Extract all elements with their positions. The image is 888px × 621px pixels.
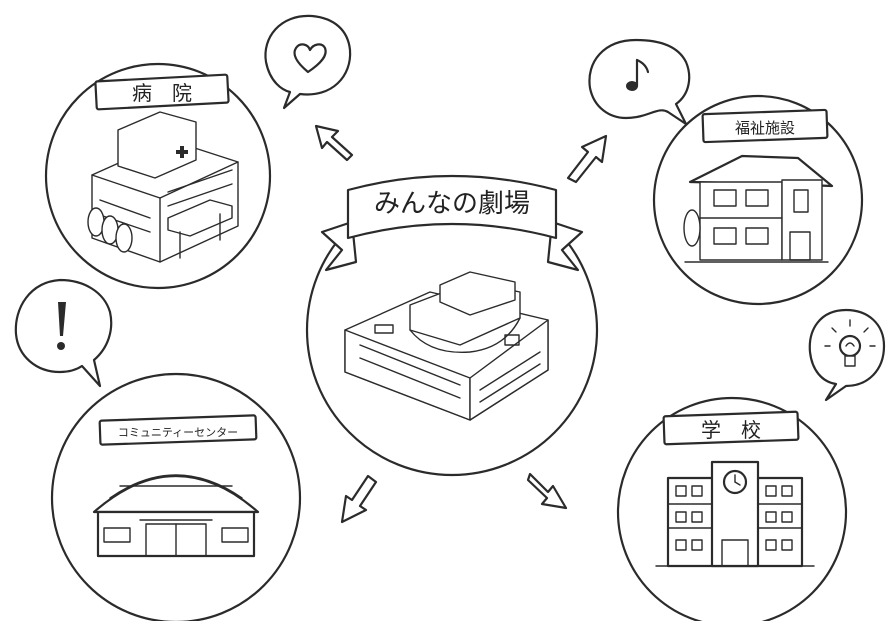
- hospital-speech-bubble: [264, 14, 352, 110]
- heart-icon: [293, 43, 327, 74]
- lightbulb-icon: [824, 319, 876, 367]
- welfare-label: 福祉施設: [735, 119, 795, 137]
- hospital-building-icon: [87, 111, 239, 263]
- arrow-to-hospital-icon: [314, 124, 354, 162]
- school-building-icon: [655, 460, 815, 568]
- school-node: 学 校: [526, 308, 886, 621]
- arrow-to-community-icon: [340, 474, 378, 524]
- hospital-label: 病 院: [132, 81, 192, 105]
- welfare-node: 福祉施設: [566, 38, 864, 306]
- center-title: みんなの劇場: [374, 189, 530, 219]
- music-note-icon: [626, 58, 650, 91]
- welfare-house-icon: [683, 154, 834, 263]
- community-building-icon: [92, 474, 260, 558]
- exclamation-icon: [57, 302, 66, 350]
- arrow-to-welfare-icon: [566, 134, 608, 184]
- theater-building-icon: [344, 271, 549, 421]
- title-banner: みんなの劇場: [320, 174, 584, 272]
- school-label: 学 校: [701, 418, 761, 442]
- center-node: みんなの劇場: [305, 174, 599, 477]
- welfare-speech-bubble: [588, 38, 691, 126]
- community-label: コミュニティーセンター: [118, 426, 238, 439]
- community-speech-bubble: [14, 278, 113, 388]
- community-node: コミュニティーセンター: [14, 278, 378, 621]
- arrow-to-school-icon: [526, 472, 568, 510]
- hospital-node: 病 院: [44, 14, 354, 290]
- school-speech-bubble: [808, 308, 886, 402]
